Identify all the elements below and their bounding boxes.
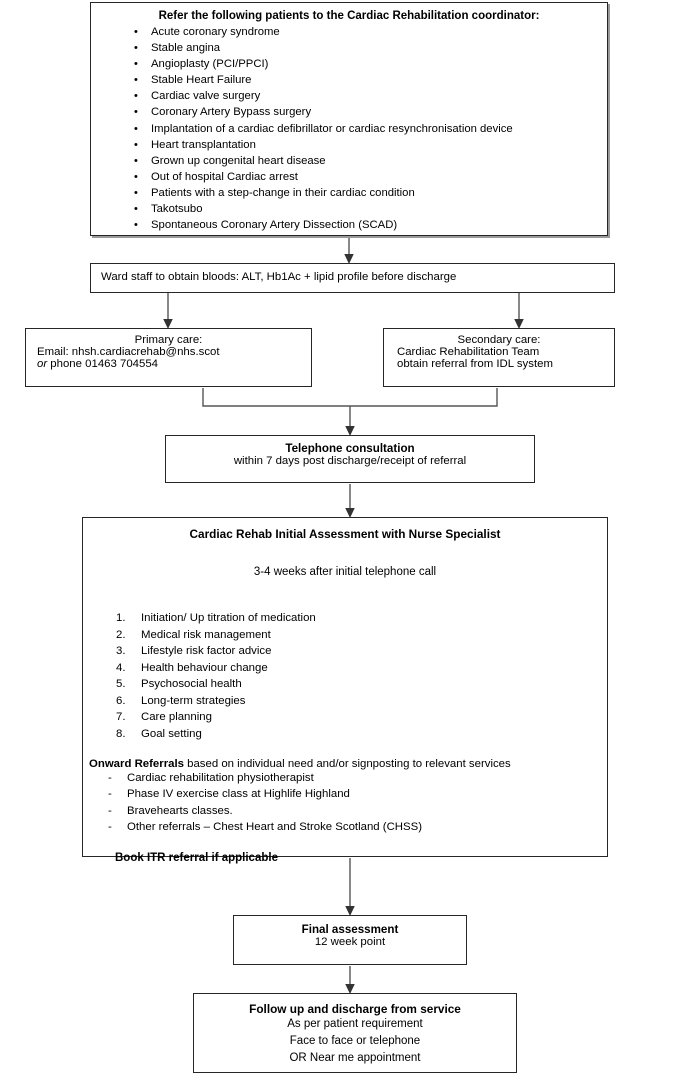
primary-care-phone-prefix: or — [37, 358, 48, 370]
onward-referrals-label: Onward Referrals — [89, 758, 184, 770]
list-item: Coronary Artery Bypass surgery — [91, 104, 607, 120]
primary-care-title: Primary care: — [134, 334, 203, 346]
list-item: Stable Heart Failure — [91, 72, 607, 88]
final-assessment-timing: 12 week point — [314, 936, 386, 948]
list-item: Health behaviour change — [116, 660, 268, 676]
ward-bloods-box: Ward staff to obtain bloods: ALT, Hb1Ac … — [90, 263, 615, 293]
list-item: Phase IV exercise class at Highlife High… — [83, 786, 607, 803]
list-item: Other referrals – Chest Heart and Stroke… — [83, 819, 607, 836]
list-item: Angioplasty (PCI/PPCI) — [91, 56, 607, 72]
primary-care-email: Email: nhsh.cardiacrehab@nhs.scot — [37, 346, 220, 358]
list-item: Out of hospital Cardiac arrest — [91, 169, 607, 185]
final-assessment-title: Final assessment — [301, 923, 399, 936]
list-item: Spontaneous Coronary Artery Dissection (… — [91, 217, 607, 233]
list-item: Bravehearts classes. — [83, 803, 607, 820]
primary-care-box: Primary care: Email: nhsh.cardiacrehab@n… — [25, 328, 312, 387]
followup-discharge-box: Follow up and discharge from service As … — [193, 993, 517, 1073]
list-item: Initiation/ Up titration of medication — [116, 610, 316, 626]
ward-bloods-text: Ward staff to obtain bloods: ALT, Hb1Ac … — [101, 271, 457, 283]
list-item: Patients with a step-change in their car… — [91, 185, 607, 201]
followup-requirement: As per patient requirement — [287, 1018, 423, 1030]
list-item: Lifestyle risk factor advice — [116, 643, 272, 659]
final-assessment-box: Final assessment 12 week point — [233, 915, 467, 965]
followup-nearme: OR Near me appointment — [289, 1052, 421, 1064]
referral-criteria-box: Refer the following patients to the Card… — [90, 2, 608, 236]
followup-title: Follow up and discharge from service — [249, 1002, 461, 1016]
telephone-title: Telephone consultation — [285, 442, 415, 455]
secondary-care-idl: obtain referral from IDL system — [397, 358, 553, 370]
merge-line-primary — [202, 388, 498, 407]
list-item: Heart transplantation — [91, 137, 607, 153]
list-item: Psychosocial health — [116, 676, 242, 692]
list-item: Goal setting — [116, 726, 202, 742]
list-item: Grown up congenital heart disease — [91, 153, 607, 169]
secondary-care-title: Secondary care: — [457, 334, 541, 346]
book-itr-text: Book ITR referral if applicable — [115, 852, 278, 865]
list-item: Medical risk management — [116, 627, 271, 643]
followup-mode: Face to face or telephone — [289, 1035, 421, 1047]
secondary-care-box: Secondary care: Cardiac Rehabilitation T… — [383, 328, 615, 387]
onward-referrals-desc: based on individual need and/or signpost… — [183, 758, 511, 770]
referral-heading: Refer the following patients to the Card… — [158, 10, 540, 22]
assessment-heading: Cardiac Rehab Initial Assessment with Nu… — [189, 527, 501, 541]
onward-referrals-list: Cardiac rehabilitation physiotherapist P… — [83, 770, 607, 835]
assessment-numbered-list: Initiation/ Up titration of medication M… — [83, 578, 607, 742]
list-item: Stable angina — [91, 40, 607, 56]
list-item: Implantation of a cardiac defibrillator … — [91, 121, 607, 137]
list-item: Cardiac valve surgery — [91, 88, 607, 104]
initial-assessment-box: Cardiac Rehab Initial Assessment with Nu… — [82, 517, 608, 864]
referral-list: Acute coronary syndrome Stable angina An… — [91, 24, 607, 233]
secondary-care-team: Cardiac Rehabilitation Team — [397, 346, 540, 358]
onward-referrals-heading: Onward Referrals based on individual nee… — [83, 742, 607, 770]
telephone-consultation-box: Telephone consultation within 7 days pos… — [165, 435, 535, 483]
list-item: Acute coronary syndrome — [91, 24, 607, 40]
list-item: Takotsubo — [91, 201, 607, 217]
telephone-timing: within 7 days post discharge/receipt of … — [233, 455, 467, 467]
list-item: Long-term strategies — [116, 693, 246, 709]
assessment-subheading: 3-4 weeks after initial telephone call — [253, 566, 437, 578]
primary-care-phone: or phone 01463 704554 — [26, 358, 311, 370]
list-item: Cardiac rehabilitation physiotherapist — [83, 770, 607, 787]
list-item: Care planning — [116, 709, 212, 725]
primary-care-phone-number: phone 01463 704554 — [47, 358, 158, 370]
